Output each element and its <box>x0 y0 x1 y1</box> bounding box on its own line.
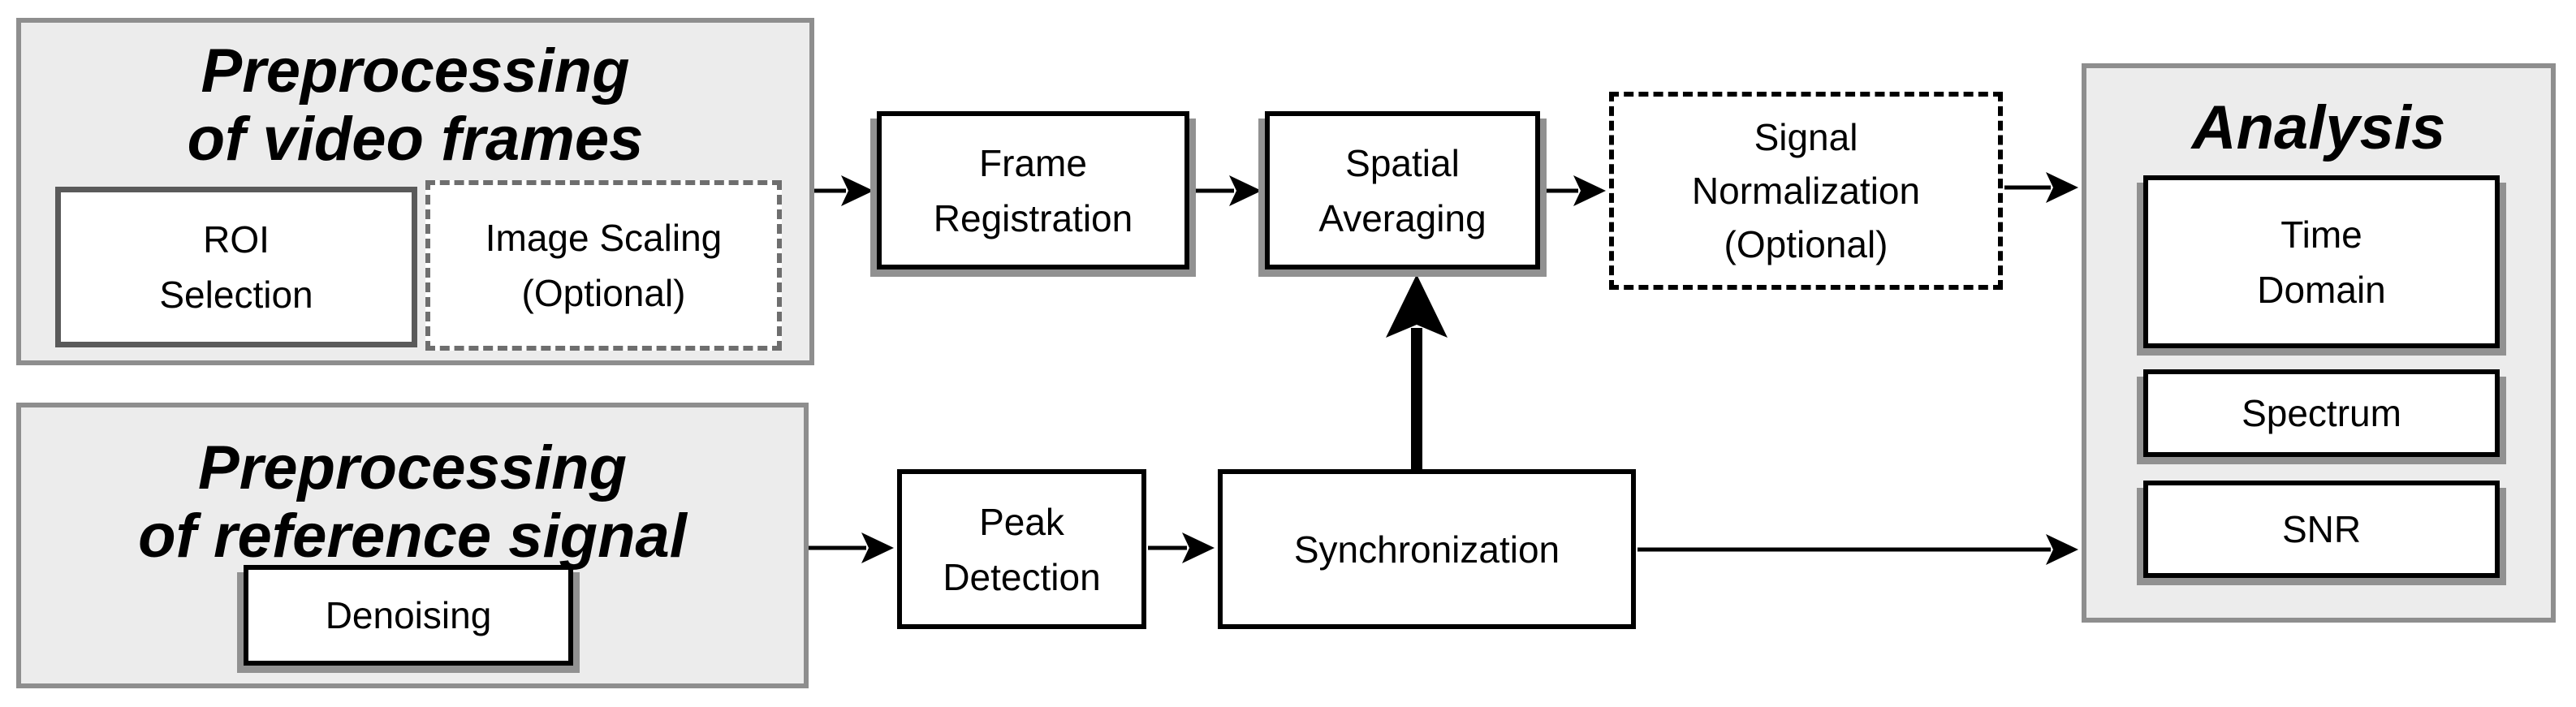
node-signal-normalization: Signal Normalization (Optional) <box>1609 92 2003 290</box>
node-roi-selection: ROI Selection <box>55 187 417 347</box>
node-spatial-averaging: Spatial Averaging <box>1265 111 1540 269</box>
node-signal-normalization-label: Signal Normalization (Optional) <box>1691 116 1921 265</box>
arrow-signal-normalization-to-analysis <box>2004 172 2078 203</box>
group-analysis: Analysis Time Domain Spectrum SNR <box>2082 63 2556 623</box>
arrow-frame-registration-to-spatial-averaging <box>1192 175 1262 206</box>
node-frame-registration: Frame Registration <box>877 111 1189 269</box>
node-image-scaling: Image Scaling (Optional) <box>425 180 782 351</box>
node-time-domain-label: Time Domain <box>2257 213 2386 311</box>
group-reference-preprocessing: Preprocessing of reference signal Denois… <box>16 403 809 688</box>
node-denoising: Denoising <box>244 565 573 666</box>
arrow-reference-to-peak-detection <box>809 532 894 563</box>
arrow-peak-detection-to-synchronization <box>1148 532 1215 563</box>
node-snr: SNR <box>2143 481 2500 578</box>
node-spectrum-label: Spectrum <box>2242 392 2401 434</box>
arrow-synchronization-to-spatial-averaging <box>1386 274 1448 469</box>
node-image-scaling-label: Image Scaling (Optional) <box>485 217 723 314</box>
node-synchronization: Synchronization <box>1218 469 1636 629</box>
node-denoising-label: Denoising <box>325 594 492 636</box>
arrow-video-to-frame-registration <box>814 175 874 206</box>
node-spectrum: Spectrum <box>2143 369 2500 457</box>
node-peak-detection-label: Peak Detection <box>943 500 1101 598</box>
node-roi-selection-label: ROI Selection <box>159 218 313 316</box>
group-analysis-title: Analysis <box>2191 93 2446 162</box>
node-synchronization-label: Synchronization <box>1293 528 1560 571</box>
node-peak-detection: Peak Detection <box>897 469 1146 629</box>
arrow-spatial-averaging-to-signal-normalization <box>1542 175 1606 206</box>
group-video-preprocessing-title: Preprocessing of video frames <box>187 37 644 174</box>
node-spatial-averaging-label: Spatial Averaging <box>1318 141 1486 239</box>
arrow-synchronization-to-analysis <box>1638 534 2078 565</box>
node-snr-label: SNR <box>2281 508 2362 550</box>
node-frame-registration-label: Frame Registration <box>933 141 1133 239</box>
group-reference-preprocessing-title: Preprocessing of reference signal <box>138 433 687 571</box>
node-time-domain: Time Domain <box>2143 175 2500 348</box>
group-video-preprocessing: Preprocessing of video frames ROI Select… <box>16 18 814 365</box>
